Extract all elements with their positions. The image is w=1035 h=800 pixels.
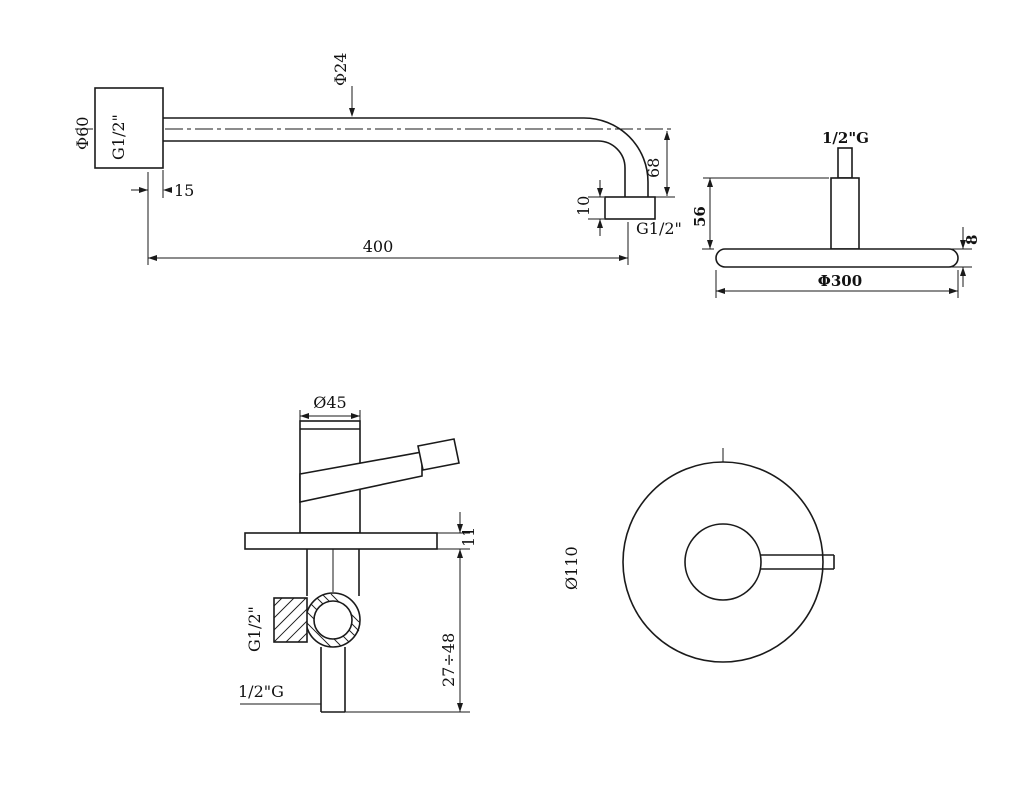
front-plate-diameter-label: Ø110 [562, 546, 581, 590]
edge-thickness-label: 8 [963, 235, 981, 245]
head-disc [715, 248, 959, 268]
flange-depth-label: 15 [174, 181, 194, 200]
dim-body-diameter: Ø45 [299, 393, 361, 423]
depth-range-label: 27÷48 [439, 633, 458, 687]
dim-flange-depth: 15 [131, 170, 194, 200]
bottom-thread-label: 1/2"G [238, 682, 284, 701]
mixer-front-view: Ø110 [562, 448, 835, 663]
dim-connector-height: 56 [691, 177, 829, 250]
arm-elbow-inner [597, 140, 626, 197]
nut-height-label: 10 [574, 196, 593, 216]
front-hub-circle [684, 523, 762, 601]
connector-height-label: 56 [691, 206, 709, 227]
shower-head-view: 1/2"G 56 8 [691, 129, 981, 298]
dim-plate-thickness-and-depth: 11 27÷48 [345, 512, 478, 713]
side-inlet-port [273, 597, 308, 643]
flange-diameter-label: Φ60 [73, 117, 92, 150]
wall-flange [94, 87, 164, 169]
mixer-lever-knob [417, 438, 460, 471]
drop-height-label: 68 [644, 158, 663, 178]
dim-drop-height: 68 [644, 131, 675, 198]
head-diameter-label: Φ300 [818, 272, 862, 290]
plate-thickness-label: 11 [459, 527, 478, 547]
dim-arm-length: 400 [147, 172, 629, 265]
dim-head-diameter: Φ300 [715, 270, 959, 298]
shower-arm-view: Φ24 68 10 G1/2" 15 [73, 53, 682, 265]
body-diameter-label: Ø45 [313, 393, 346, 412]
mixer-side-view: Ø45 G1/2" 1/2"G [238, 393, 478, 713]
arm-outlet-thread-label: G1/2" [636, 219, 682, 238]
dim-nut-height: 10 [574, 180, 604, 236]
head-connector-body [830, 177, 860, 250]
head-inlet-thread-label: 1/2"G [822, 129, 869, 147]
pipe-diameter-label: Φ24 [331, 53, 350, 86]
head-inlet-stem [837, 147, 853, 179]
arm-elbow-outer [583, 117, 649, 197]
valve-cartridge-inner [313, 600, 353, 640]
mixer-plate [244, 532, 438, 550]
dim-edge-thickness: 8 [950, 227, 981, 287]
flange-thread-label: G1/2" [109, 114, 128, 160]
outlet-nut [604, 196, 656, 220]
arm-length-label: 400 [363, 237, 394, 256]
dim-pipe-diameter: Φ24 [331, 53, 355, 117]
mixer-lever [299, 451, 423, 503]
side-thread-label: G1/2" [245, 606, 264, 652]
